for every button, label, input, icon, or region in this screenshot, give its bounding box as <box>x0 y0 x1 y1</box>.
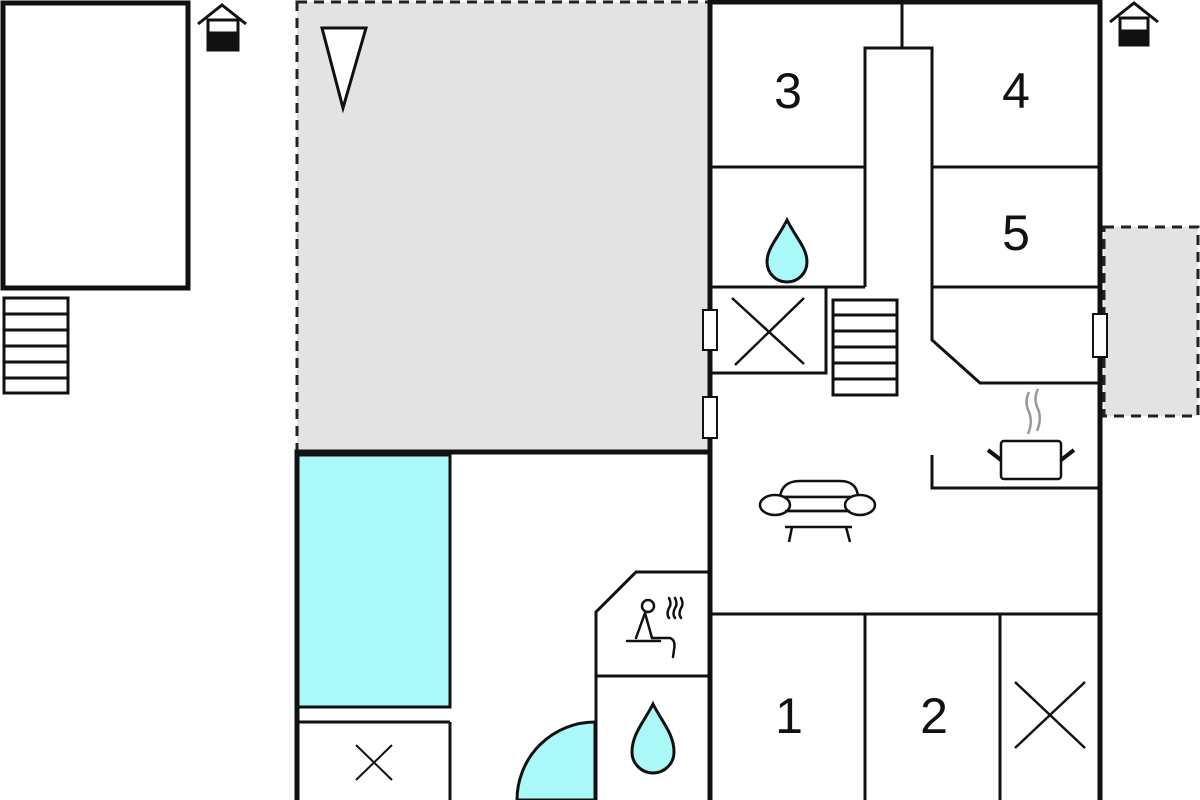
exterior-walls <box>294 0 1103 800</box>
water-drop-icon <box>630 700 676 775</box>
compass-icon <box>320 26 368 114</box>
room-label-3: 3 <box>774 63 802 119</box>
house-icon <box>1109 1 1159 47</box>
window-icon <box>702 396 718 439</box>
stairs-icon <box>2 296 70 395</box>
cooking-pot-icon <box>986 388 1076 481</box>
sofa-icon <box>758 479 877 543</box>
room-label-4: 4 <box>1002 63 1030 119</box>
terrace-top <box>295 0 712 454</box>
storage-x-icon <box>731 297 805 366</box>
window-icon <box>702 309 718 351</box>
pool <box>295 453 452 709</box>
house-icon <box>197 3 247 52</box>
storage-x-icon <box>355 744 393 781</box>
window-icon <box>1092 313 1108 358</box>
room-label-2: 2 <box>920 688 948 744</box>
water-drop-icon <box>765 216 809 284</box>
stairs-icon <box>831 298 899 397</box>
sauna-icon <box>625 596 684 659</box>
storage-x-icon <box>1014 681 1086 749</box>
interior-walls <box>297 2 1100 800</box>
terrace-right <box>1102 225 1200 418</box>
room-label-5: 5 <box>1002 205 1030 261</box>
room-label-1: 1 <box>775 688 803 744</box>
door-swing-icon <box>515 720 597 800</box>
outbuilding <box>0 0 191 291</box>
